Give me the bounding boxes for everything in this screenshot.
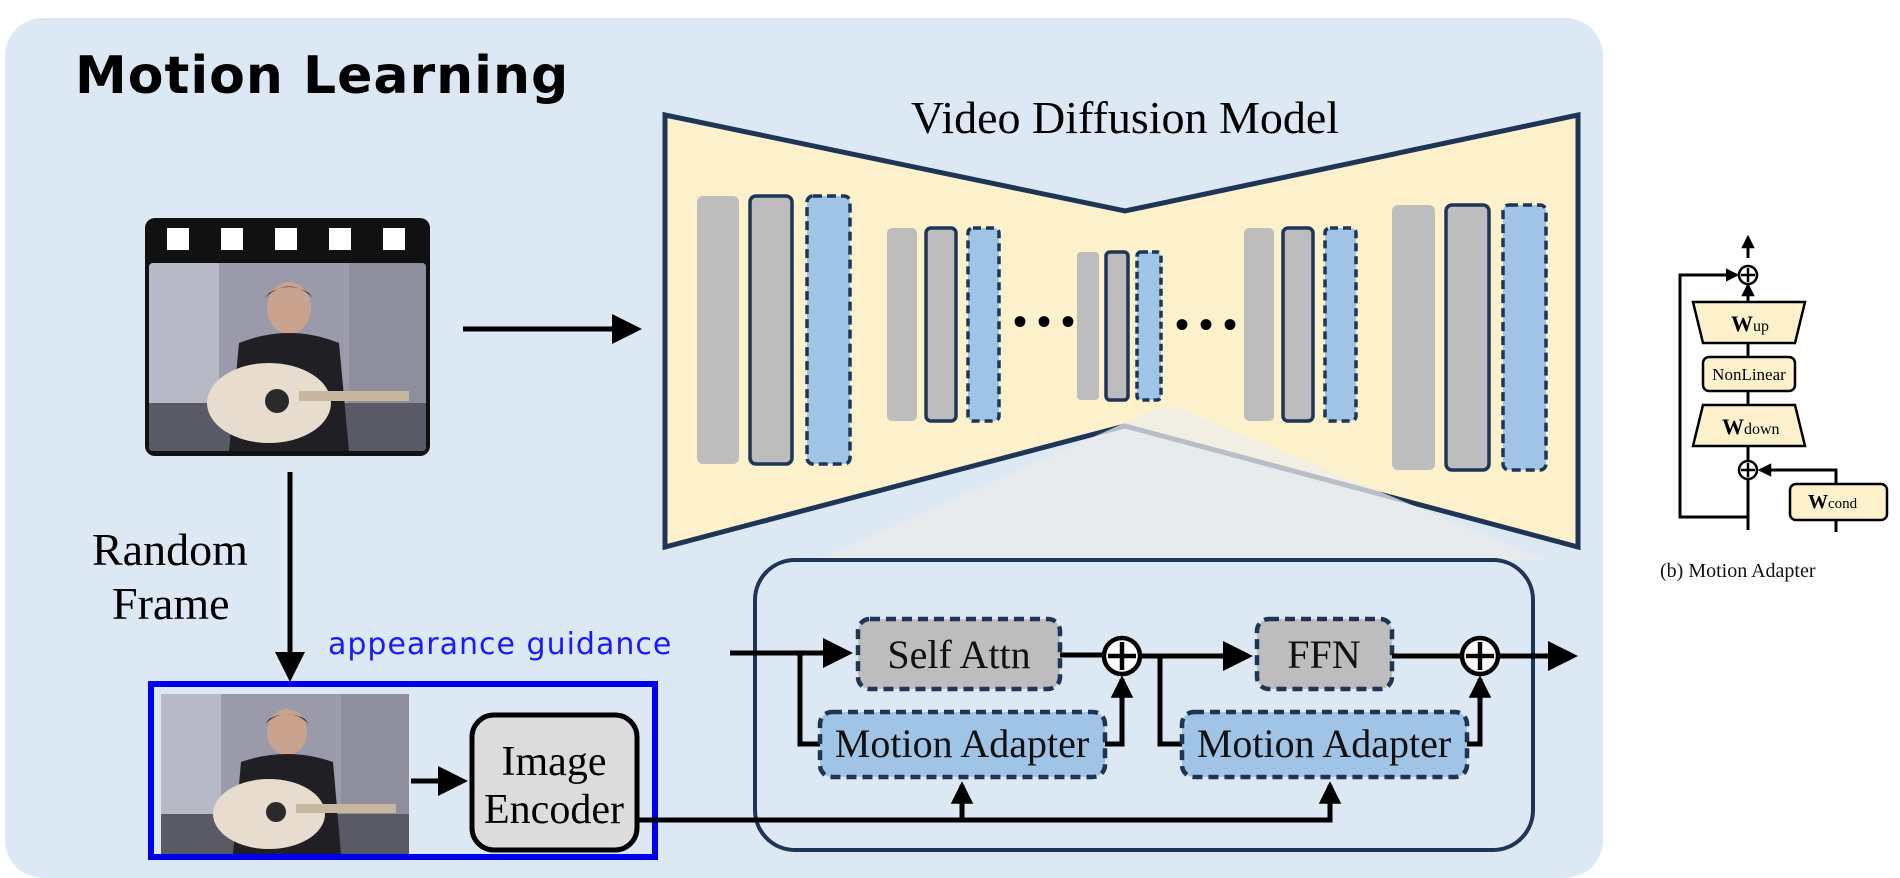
video-clip-filmstrip [145,218,430,456]
image-encoder-label-line2: Encoder [484,787,624,833]
unet-block-outlined [1104,250,1130,402]
ellipsis-right: • • • [1175,302,1237,347]
unet-block-adapter [805,194,852,466]
appearance-input-box [148,681,658,860]
unet-block-outlined [924,226,958,423]
transformer-block-detail [753,558,1535,852]
w-down-label: Wdown [1722,414,1780,439]
w-up-label: Wup [1731,311,1769,336]
unet-block-outlined [1444,203,1491,472]
ellipsis-left: • • • [1013,299,1075,344]
detail-skip-connection [1678,268,1748,519]
branch-to-adapter-2 [1157,656,1182,747]
unet-block-gray [887,228,917,421]
film-perforation [221,228,243,250]
self-attn-label: Self Attn [887,632,1030,677]
random-frame-label-line2: Frame [112,578,230,629]
appearance-guidance-label: appearance guidance [328,627,673,662]
random-frame-label-line1: Random [92,524,248,575]
unet-block-gray [1077,252,1099,400]
panel-title: Motion Learning [75,46,570,106]
motion-adapter-block-2 [1179,709,1470,780]
diffusion-model-title: Video Diffusion Model [911,92,1339,143]
zoom-cone [818,408,1545,560]
ffn-label: FFN [1287,632,1360,677]
self-attn-block [855,616,1063,692]
film-perforation [383,228,405,250]
motion-adapter-caption: (b) Motion Adapter [1660,560,1816,582]
film-perforation [275,228,297,250]
adapter-2-to-plus [1467,675,1492,747]
motion-adapter-label-1: Motion Adapter [835,721,1089,766]
unet-block-gray [1392,205,1435,470]
w-cond-label: Wcond [1808,491,1858,513]
branch-to-adapter-1 [797,653,820,747]
unet-block-adapter [966,226,1001,423]
unet-block-adapter [1501,203,1548,472]
unet-block-adapter [1135,250,1163,402]
motion-adapter-label-2: Motion Adapter [1197,721,1451,766]
w-cond-to-add [1757,463,1838,484]
encoder-condition-line [637,781,1342,823]
film-perforation [167,228,189,250]
unet-block-gray [1244,228,1274,421]
w-down-layer [1691,403,1807,448]
w-cond-layer [1788,482,1889,522]
adapter-1-to-plus [1105,675,1134,747]
film-perforation [329,228,351,250]
video-frame-image [149,263,426,451]
image-encoder-box [469,712,640,853]
unet-block-outlined [1281,226,1315,423]
unet-block-adapter [1323,226,1358,423]
nonlinear-label: NonLinear [1712,365,1786,384]
random-frame-image [161,694,409,854]
unet-block-gray [697,196,739,464]
unet-block-outlined [748,194,794,466]
image-encoder-label-line1: Image [502,739,607,785]
motion-adapter-block-1 [817,709,1108,780]
w-up-layer [1691,300,1807,345]
